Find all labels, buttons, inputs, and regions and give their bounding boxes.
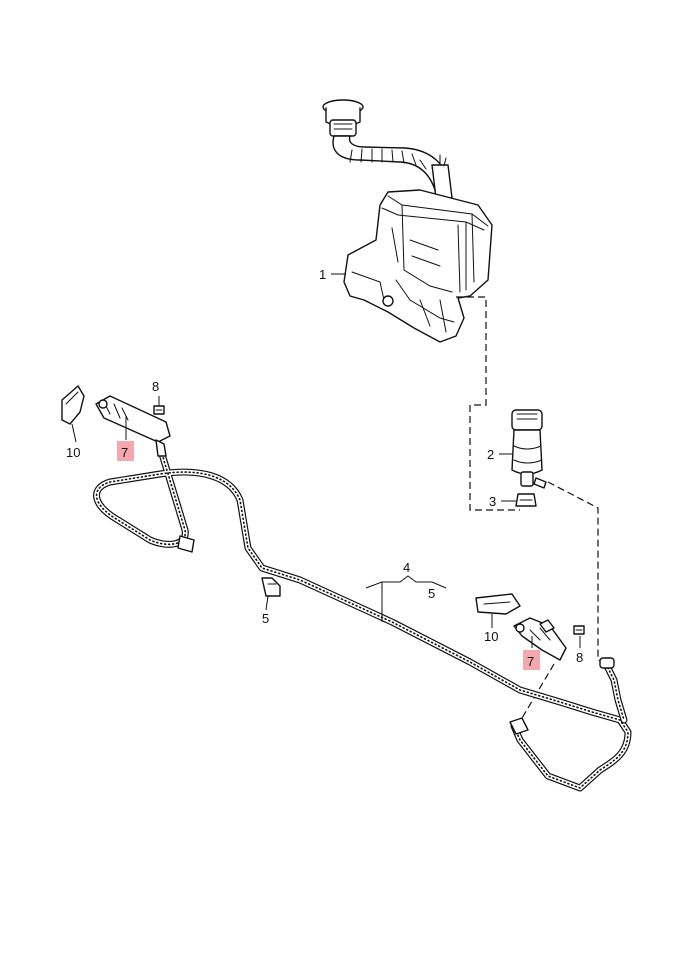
pump-grommet [515,493,537,507]
right-bolt [573,625,585,635]
left-nozzle-cap [61,385,85,425]
callout-8-right: 8 [576,650,583,665]
dashed-line-reservoir-pump [456,296,520,511]
washer-reservoir [343,189,493,343]
part7-right-highlight [523,650,540,670]
right-nozzle-cap [475,593,521,615]
leader-lines [71,273,581,648]
callout-3: 3 [489,494,496,509]
callout-2: 2 [487,447,494,462]
callout-7-right: 7 [527,654,534,669]
right-washer-nozzle [513,617,567,661]
filler-pipe [332,135,453,206]
hose-harness [93,450,632,792]
filler-neck [322,99,364,137]
washer-pump [511,409,547,489]
callout-10-left: 10 [66,445,80,460]
callout-5-hose-section: 5 [428,586,435,601]
callout-8-left: 8 [152,379,159,394]
callout-5-clip: 5 [262,611,269,626]
callout-10-right: 10 [484,629,498,644]
hose-clip [261,577,281,597]
left-washer-nozzle [95,395,171,457]
left-bolt [153,405,165,415]
callout-4: 4 [403,560,410,575]
callout-7-left: 7 [121,445,128,460]
part7-left-highlight [117,441,134,461]
callout-1: 1 [319,267,326,282]
